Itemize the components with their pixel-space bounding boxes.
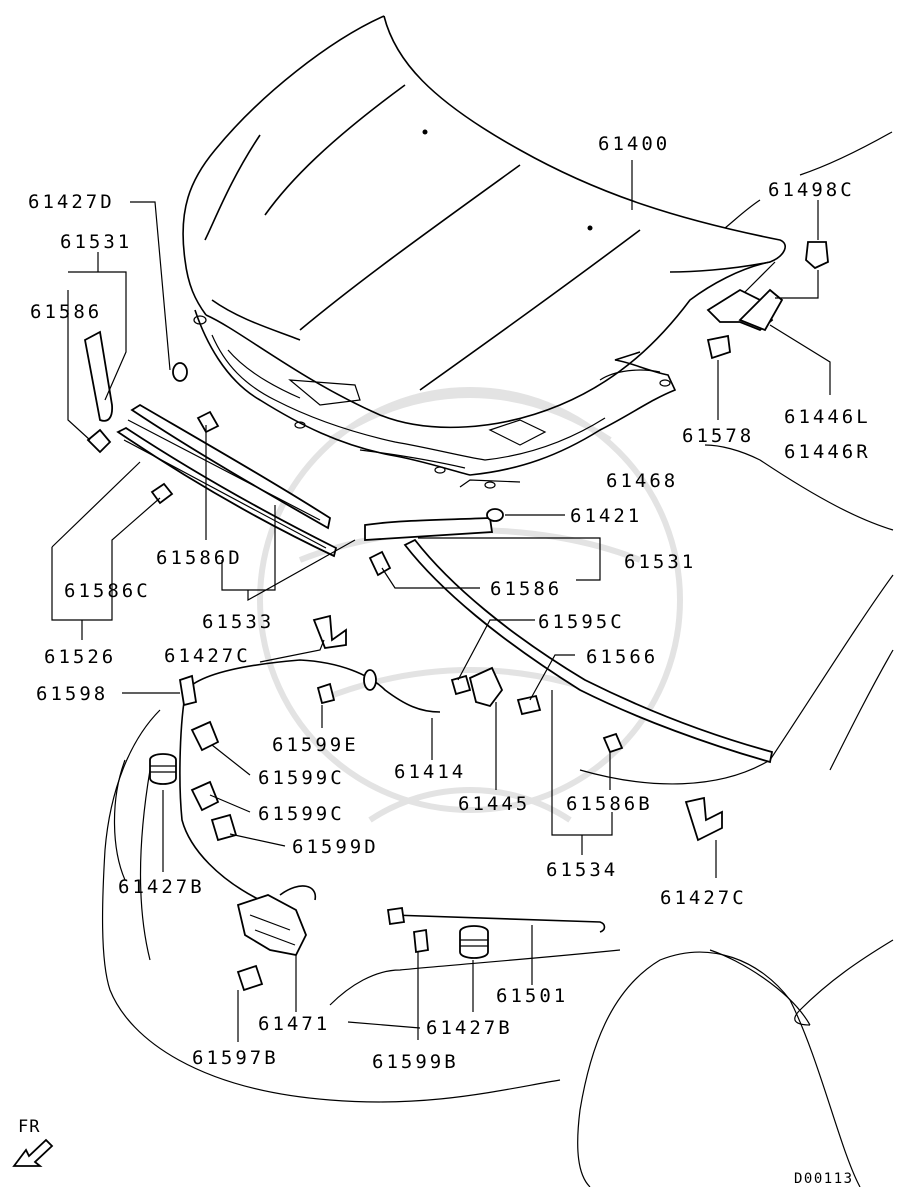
stay-holder-top: [312, 614, 347, 649]
label-insulator-clip: 61421: [570, 505, 642, 527]
label-cable: 61414: [394, 761, 466, 783]
label-clip-left: 61586: [30, 301, 102, 323]
label-bolt: 61597B: [192, 1047, 279, 1069]
screw-61566: [516, 694, 542, 716]
label-clip-c-2: 61599C: [258, 803, 345, 825]
label-clamp: 61598: [36, 683, 108, 705]
weatherstrip-right: [403, 538, 774, 764]
direction-label: FR: [18, 1117, 40, 1137]
label-seal-front-left: 61531: [60, 231, 132, 253]
hinge-assembly: [706, 241, 829, 360]
drawing-code: D00113: [794, 1171, 854, 1187]
front-arrow-icon: [12, 1138, 54, 1167]
label-latch: 61471: [258, 1013, 330, 1035]
release-cable: [178, 659, 441, 901]
hood-inner-frame: [193, 309, 677, 489]
leader-lines: [51, 160, 831, 1042]
label-bumper-left: 61427B: [118, 876, 205, 898]
label-seal-set-right: 61534: [546, 859, 618, 881]
label-insulator: 61468: [606, 470, 678, 492]
cable-clips: [190, 720, 238, 842]
body-outline: [101, 131, 894, 1188]
stay-holder-right: [684, 796, 723, 842]
insulator-clip: [486, 508, 504, 522]
holder-61445: [468, 666, 504, 708]
seal-front-left: [83, 330, 113, 422]
seal-front-right: [364, 517, 494, 541]
bumpers: [149, 753, 489, 959]
label-clip-b-right: 61586B: [566, 793, 653, 815]
label-clip-d: 61599D: [292, 836, 379, 858]
label-stay-holder-right: 61427C: [660, 887, 747, 909]
label-seal-clip-c: 61586C: [64, 580, 151, 602]
label-seal-set-center: 61533: [202, 611, 274, 633]
label-hinge-right: 61446R: [784, 441, 871, 463]
label-seal-front-right: 61531: [624, 551, 696, 573]
label-bumper-right: 61427B: [426, 1017, 513, 1039]
label-stay-rod: 61501: [496, 985, 568, 1007]
label-bumper-stop: 61578: [682, 425, 754, 447]
label-screw: 61566: [586, 646, 658, 668]
label-stay-holder-top: 61427C: [164, 645, 251, 667]
label-hinge-left: 61446L: [784, 406, 871, 428]
hood-panel: [182, 15, 786, 429]
label-clip-c-1: 61599C: [258, 767, 345, 789]
seal-strip-center: [116, 403, 338, 558]
label-holder: 61445: [458, 793, 530, 815]
label-clip-b-bottom: 61599B: [372, 1051, 459, 1073]
label-rod-clip-c: 61595C: [538, 611, 625, 633]
clips: [86, 362, 624, 754]
label-hood: 61400: [598, 133, 670, 155]
label-stay-clip-top: 61427D: [28, 191, 115, 213]
callout-labels: 61400 61498C 61427D 61531 61586 61586D 6…: [18, 133, 871, 1187]
label-clip-right: 61586: [490, 578, 562, 600]
label-hinge-bolt: 61498C: [768, 179, 855, 201]
label-seal-clip-d: 61586D: [156, 547, 243, 569]
hood-latch: [236, 885, 316, 992]
label-seal-set-left: 61526: [44, 646, 116, 668]
label-clip-e: 61599E: [272, 734, 359, 756]
stay-rod: [386, 906, 606, 954]
